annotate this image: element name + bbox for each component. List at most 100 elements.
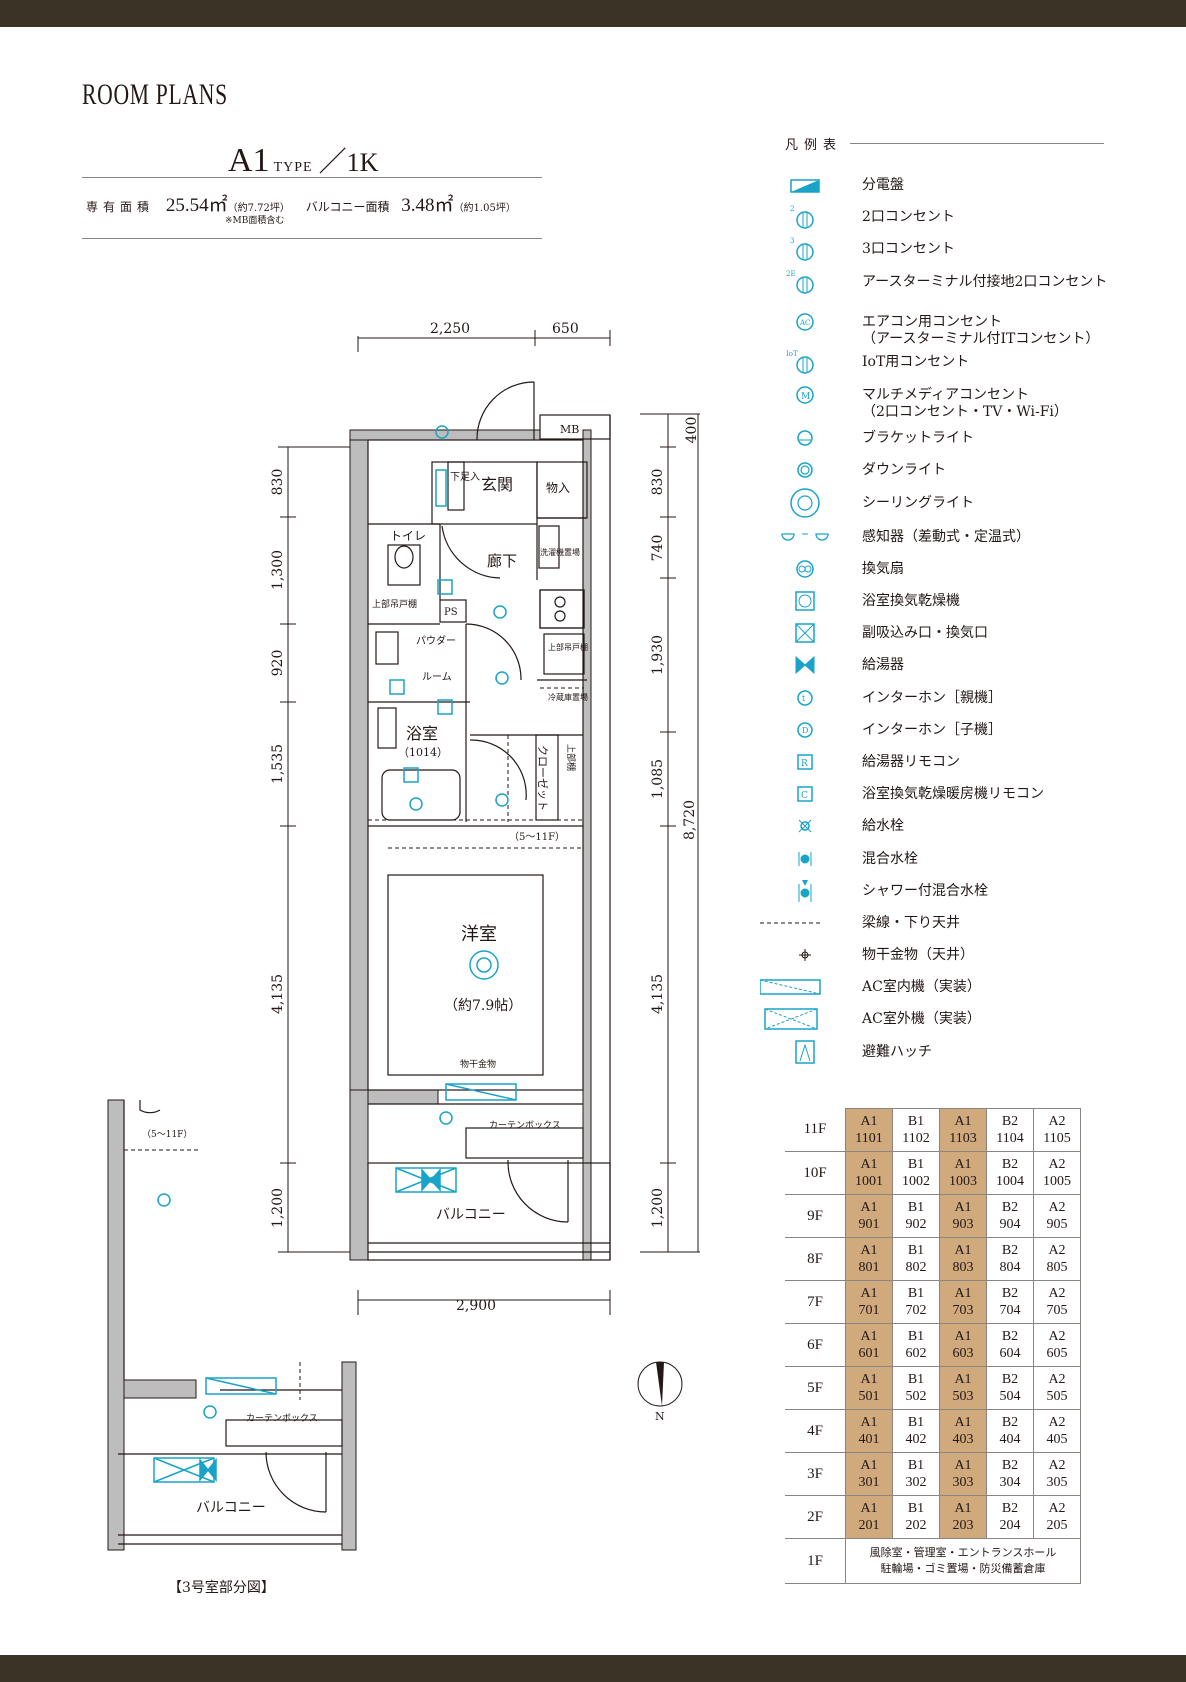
unit-number: 602 (905, 1346, 927, 1361)
legend-label: IoT用コンセント (862, 354, 970, 370)
floor-label: 3F (785, 1452, 846, 1496)
unit-number: 1102 (902, 1131, 930, 1146)
unit-type: B2 (1001, 1329, 1019, 1344)
legend-label: 梁線・下り天井 (862, 915, 960, 931)
unit-number: 901 (858, 1217, 880, 1232)
downlight-icon (760, 455, 850, 485)
unit-number: 705 (1046, 1303, 1068, 1318)
unit-number: 804 (999, 1260, 1021, 1275)
ac-outdoor-icon (760, 1004, 850, 1034)
unit-type: A1 (954, 1243, 972, 1258)
unit-number: 702 (905, 1303, 927, 1318)
monohoshi-label: 物干金物 (460, 1058, 496, 1070)
unit-number: 603 (952, 1346, 974, 1361)
legend-label: シーリングライト (862, 495, 974, 511)
dim-left-2: 1,300 (270, 550, 286, 590)
youshitsu-label: 洋室 (461, 924, 497, 945)
dim-right-7: 1,200 (650, 1188, 666, 1228)
unit-number: 701 (858, 1303, 880, 1318)
unit-type: B2 (1001, 1157, 1019, 1172)
dim-left-5: 4,135 (270, 974, 286, 1014)
legend-title-rule (850, 143, 1104, 144)
monoire-label: 物入 (546, 481, 570, 495)
unit-type: B2 (1001, 1372, 1019, 1387)
unit-type: B1 (907, 1329, 925, 1344)
legend-label: 感知器（差動式・定温式） (862, 529, 1030, 545)
unit-type: A1 (860, 1157, 878, 1172)
dim-top-1: 2,250 (430, 321, 470, 337)
floor-label: 2F (785, 1495, 846, 1539)
unit-number: 1105 (1043, 1131, 1071, 1146)
bath-size-label: （1014） (398, 746, 448, 759)
unit-number: 402 (905, 1432, 927, 1447)
unit-cell: A2 1105 (1033, 1108, 1081, 1152)
bath-dryer-icon (760, 586, 850, 616)
floor-label: 9F (785, 1194, 846, 1238)
closet-label: クローゼット (536, 745, 549, 811)
partial-plan-caption: 【3号室部分図】 (168, 1580, 275, 1596)
outlet-3-icon: 3 (760, 234, 850, 264)
legend-label: シャワー付混合水栓 (862, 883, 988, 899)
bracket-light-icon (760, 423, 850, 453)
air-inlet-icon (760, 618, 850, 648)
unit-type: A2 (1048, 1114, 1066, 1129)
unit-number: 502 (905, 1389, 927, 1404)
youshitsu-size-label: （約7.9帖） (444, 998, 522, 1014)
unit-type: B2 (1001, 1243, 1019, 1258)
room-suffix-label: ルーム (422, 671, 452, 683)
unit-type: A1 (954, 1415, 972, 1430)
unit-type: A2 (1048, 1329, 1066, 1344)
area-info: 専有面積 25.54㎡（約7.72坪） バルコニー面積 3.48㎡（約1.05坪… (86, 190, 516, 217)
unit-number: 801 (858, 1260, 880, 1275)
unit-type: A2 (1048, 1243, 1066, 1258)
shower-faucet-icon (760, 876, 850, 906)
floor-note-label: （5～11F） (509, 831, 565, 843)
dim-left-6: 1,200 (270, 1188, 286, 1228)
unit-type: A1 (860, 1286, 878, 1301)
dim-left-3: 920 (270, 650, 286, 677)
unit-type: B2 (1001, 1415, 1019, 1430)
compass-north: N (655, 1410, 665, 1423)
faucet-icon (760, 811, 850, 841)
legend-item: 副吸込み口・換気口 (760, 618, 1120, 648)
legend-label: 避難ハッチ (862, 1044, 932, 1060)
unit-type: A2 (1048, 1372, 1066, 1387)
unit-type: B2 (1001, 1458, 1019, 1473)
unit-number: 204 (999, 1518, 1021, 1533)
unit-number: 902 (905, 1217, 927, 1232)
unit-type: A1 (954, 1501, 972, 1516)
unit-type: A1 (860, 1372, 878, 1387)
dim-left-1: 830 (270, 469, 286, 496)
unit-type: B1 (907, 1501, 925, 1516)
unit-type: A2 (1048, 1501, 1066, 1516)
floor-label: 11F (785, 1108, 846, 1152)
type-layout: 1K (346, 148, 379, 177)
balcony-area-value: 3.48㎡ (401, 195, 454, 216)
dim-right-1: 400 (684, 417, 700, 444)
svg-text:3: 3 (790, 237, 794, 245)
heater-remote-icon: R (760, 747, 850, 777)
unit-type: A1 (860, 1329, 878, 1344)
